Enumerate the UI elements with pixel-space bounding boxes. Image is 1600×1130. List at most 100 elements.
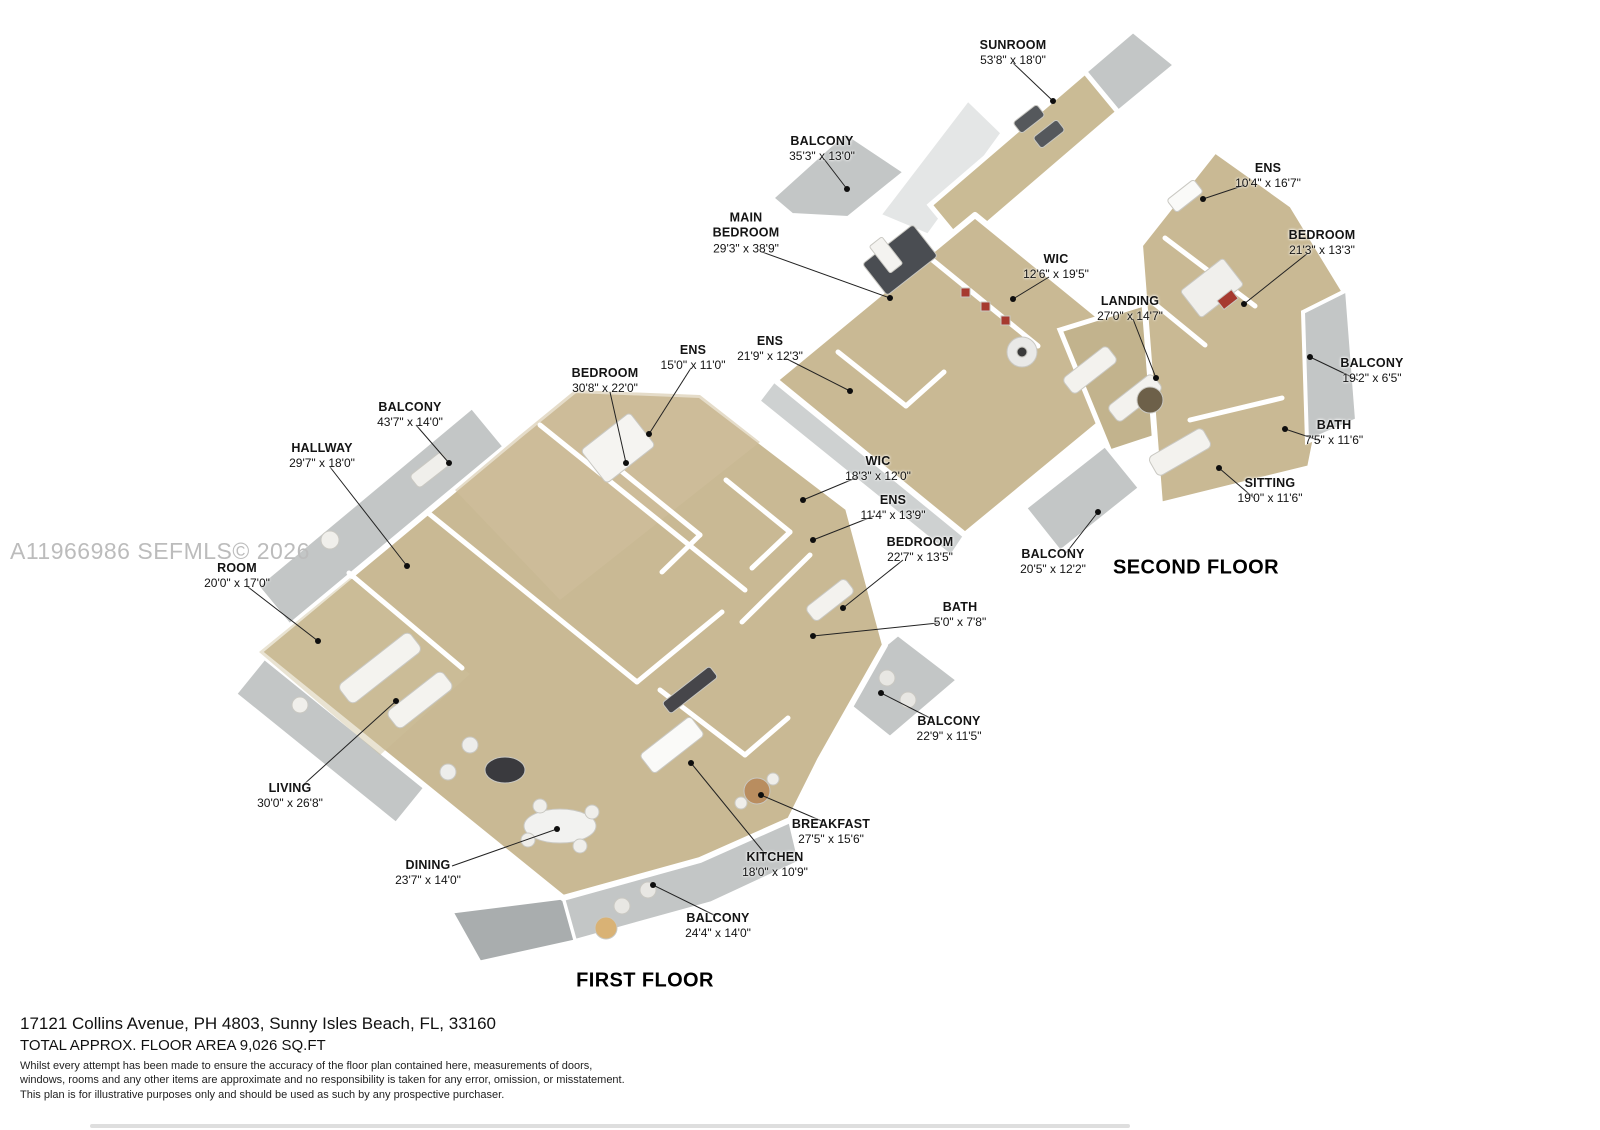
room-dims: 5'0" x 7'8" [933,615,987,630]
room-dims: 19'2" x 6'5" [1342,371,1402,386]
room-name: DINING [405,858,451,873]
room-dims: 10'4" x 16'7" [1235,176,1301,191]
room-dims: 21'9" x 12'3" [737,349,803,364]
label-balcony-437: BALCONY 43'7" x 14'0" [377,400,443,430]
label-balcony-244: BALCONY 24'4" x 14'0" [685,911,751,941]
room-dims: 22'9" x 11'5" [916,729,982,744]
second-furniture [863,104,1244,476]
disclaimer-line-1: Whilst every attempt has been made to en… [20,1060,593,1072]
room-name: SITTING [1244,476,1296,491]
label-wic-183: WIC 18'3" x 12'0" [845,454,911,484]
horizontal-scrollbar[interactable] [90,1124,1130,1128]
room-name: LANDING [1100,294,1160,309]
room-name: BALCONY [917,714,981,729]
room-dims: 18'3" x 12'0" [845,469,911,484]
label-sunroom: SUNROOM 53'8" x 18'0" [980,38,1047,68]
disclaimer-line-3: This plan is for illustrative purposes o… [20,1088,505,1101]
room-dims: 30'0" x 26'8" [257,796,323,811]
room-name: BATH [1316,418,1352,433]
room-name: ENS [1254,161,1282,176]
label-bath-50: BATH 5'0" x 7'8" [934,600,986,630]
room-dims: 7'5" x 11'6" [1304,433,1364,448]
label-wic-126: WIC 12'6" x 19'5" [1023,252,1089,282]
label-living: LIVING 30'0" x 26'8" [257,781,323,811]
room-name: HALLWAY [291,441,353,456]
label-bath-75: BATH 7'5" x 11'6" [1305,418,1363,448]
room-name: ROOM [217,561,257,576]
first-floor-title: FIRST FLOOR [576,969,714,992]
room-dims: 24'4" x 14'0" [685,926,751,941]
footer: 17121 Collins Avenue, PH 4803, Sunny Isl… [20,1014,625,1102]
room-dims: 22'7" x 13'5" [887,550,953,565]
label-ens-150: ENS 15'0" x 11'0" [661,343,726,373]
room-name: ENS [756,334,784,349]
label-ens-114: ENS 11'4" x 13'9" [861,493,926,523]
room-name: BALCONY [378,400,442,415]
watermark: A11966986 SEFMLS© 2026 [10,538,310,564]
room-name: BALCONY [790,134,854,149]
room-dims: 27'5" x 15'6" [798,832,864,847]
room-dims: 11'4" x 13'9" [860,508,926,523]
room-name: KITCHEN [746,850,804,865]
second-floor-plan [756,28,1360,559]
leader-lines [247,62,1359,917]
room-dims: 18'0" x 10'9" [742,865,808,880]
disclaimer-line-2: windows, rooms and any other items are a… [20,1074,625,1087]
label-bedroom-227: BEDROOM 22'7" x 13'5" [887,535,954,565]
second-balcony-192-deck [1300,286,1360,446]
label-bedroom-213: BEDROOM 21'3" x 13'3" [1289,228,1356,258]
room-name: BEDROOM [886,535,954,550]
room-name: SUNROOM [979,38,1047,53]
room-dims: 29'3" x 38'9" [713,240,779,255]
label-kitchen: KITCHEN 18'0" x 10'9" [742,850,808,880]
label-sitting: SITTING 19'0" x 11'6" [1238,476,1303,506]
room-dims: 43'7" x 14'0" [377,415,443,430]
room-name: BALCONY [686,911,750,926]
room-name: ENS [879,493,907,508]
first-furniture [291,413,917,940]
room-name: BREAKFAST [791,817,871,832]
second-balcony-353-deck [768,129,909,221]
room-dims: 19'0" x 11'6" [1237,491,1303,506]
room-dims: 15'0" x 11'0" [660,358,726,373]
room-name: ENS [679,343,707,358]
room-dims: 29'7" x 18'0" [289,456,355,471]
first-deck-wedge [449,896,577,964]
room-dims: 30'8" x 22'0" [572,381,638,396]
second-balcony-205-deck [1022,442,1143,555]
label-landing: LANDING 27'0" x 14'7" [1097,294,1163,324]
label-main-bedroom: MAIN BEDROOM 29'3" x 38'9" [705,210,787,255]
room-dims: 21'3" x 13'3" [1289,243,1355,258]
label-balcony-192: BALCONY 19'2" x 6'5" [1340,356,1403,386]
leader-dots [315,98,1313,888]
label-dining: DINING 23'7" x 14'0" [395,858,461,888]
room-dims: 20'0" x 17'0" [204,576,270,591]
label-room: ROOM 20'0" x 17'0" [204,561,270,591]
room-name: WIC [865,454,891,469]
total-floor-area: TOTAL APPROX. FLOOR AREA 9,026 SQ.FT [20,1037,326,1054]
second-floor-title: SECOND FLOOR [1113,556,1279,579]
first-floor-plan [232,387,962,964]
room-dims: 23'7" x 14'0" [395,873,461,888]
label-balcony-353: BALCONY 35'3" x 13'0" [789,134,855,164]
room-name: BEDROOM [1288,228,1356,243]
room-dims: 27'0" x 14'7" [1097,309,1163,324]
label-bedroom-308: BEDROOM 30'8" x 22'0" [572,366,639,396]
room-dims: 53'8" x 18'0" [980,53,1046,68]
property-address: 17121 Collins Avenue, PH 4803, Sunny Isl… [20,1014,497,1033]
label-ens-104: ENS 10'4" x 16'7" [1235,161,1301,191]
room-dims: 12'6" x 19'5" [1023,267,1089,282]
room-name: MAIN BEDROOM [712,210,780,240]
first-bedroom-carpet [455,390,760,600]
label-balcony-205: BALCONY 20'5" x 12'2" [1020,547,1086,577]
room-name: WIC [1043,252,1069,267]
room-name: BATH [942,600,978,615]
label-hallway: HALLWAY 29'7" x 18'0" [289,441,355,471]
label-ens-219: ENS 21'9" x 12'3" [737,334,803,364]
room-name: BEDROOM [571,366,639,381]
room-name: BALCONY [1340,356,1404,371]
room-name: BALCONY [1021,547,1085,562]
room-dims: 35'3" x 13'0" [789,149,855,164]
